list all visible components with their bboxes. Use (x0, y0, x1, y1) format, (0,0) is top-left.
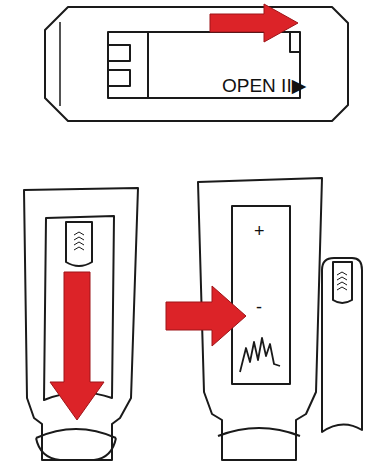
polarity-minus: - (256, 298, 262, 316)
door-tab (290, 32, 300, 52)
ridge (74, 242, 84, 245)
device-inner-step (59, 22, 61, 106)
loose-cover (322, 258, 362, 432)
ridge (74, 232, 84, 235)
right-arrow (166, 286, 246, 346)
slide-arrow (210, 4, 298, 42)
remote-lens (218, 428, 300, 436)
open-marking: OPEN II▶ (222, 76, 306, 95)
polarity-plus: + (254, 222, 265, 240)
ridge (337, 277, 347, 280)
ridge (74, 247, 84, 250)
battery-well (232, 206, 290, 384)
remote-outline (24, 188, 138, 460)
remote-lens (36, 429, 116, 460)
spring (240, 338, 280, 372)
door-slot (108, 70, 130, 86)
ridge (337, 287, 347, 290)
down-arrow (50, 272, 104, 420)
cover-clip (333, 262, 352, 303)
cover-clip (66, 222, 92, 266)
cover-ridges (337, 272, 347, 290)
cover-ridges (74, 232, 84, 250)
ridge (337, 272, 347, 275)
device-outline (45, 7, 348, 121)
door-edge (147, 32, 149, 98)
door-slot (108, 45, 130, 61)
ridge (337, 282, 347, 285)
ridge (74, 237, 84, 240)
